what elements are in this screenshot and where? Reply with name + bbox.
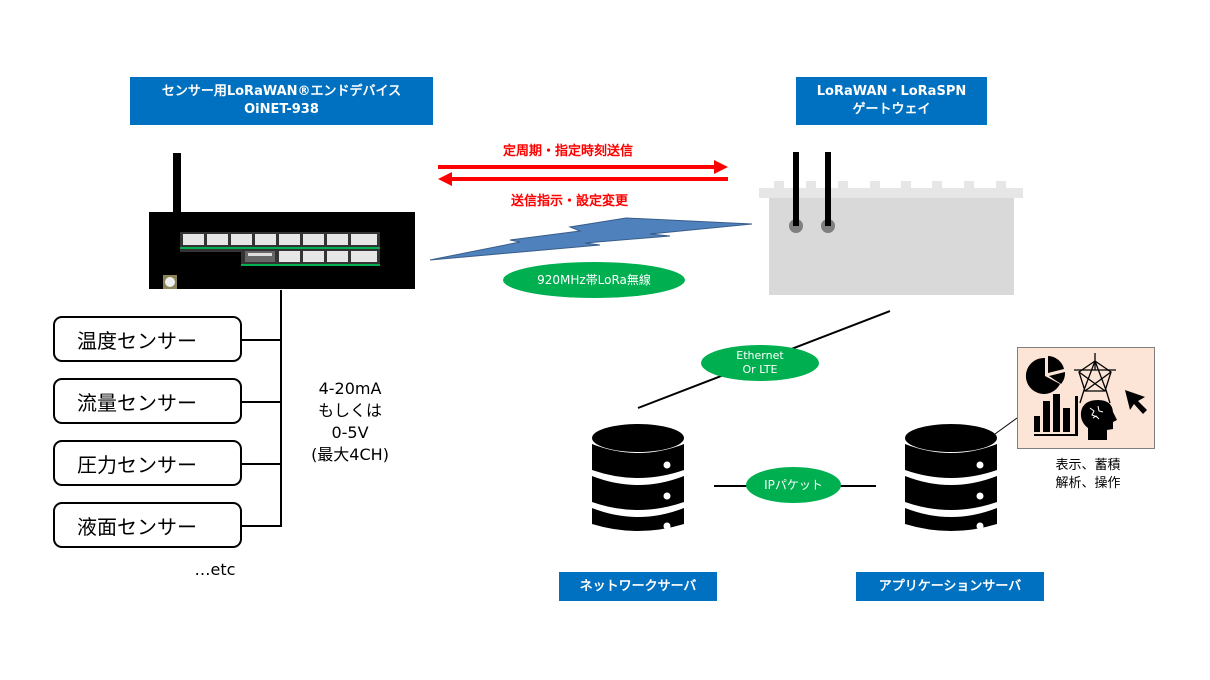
sensors-more-text: …etc <box>194 560 236 579</box>
antenna-icon <box>793 152 799 226</box>
sensor-connector-1 <box>241 339 282 341</box>
sensor-temperature: 温度センサー <box>53 316 242 362</box>
end-device-title: センサー用LoRaWAN®エンドデバイス OiNET-938 <box>130 77 433 125</box>
signal-spec-line2: もしくは <box>317 401 382 420</box>
sensor-label: 液面センサー <box>77 514 197 539</box>
gateway-body <box>759 152 1023 295</box>
sensor-label: 圧力センサー <box>77 452 197 477</box>
antenna-icon <box>173 153 181 213</box>
downlink-label: 送信指示・設定変更 <box>511 194 629 209</box>
ip-ellipse: IPパケット <box>746 467 841 503</box>
app-functions-line2: 解析、操作 <box>1055 476 1121 491</box>
network-server-label: ネットワークサーバ <box>559 572 717 601</box>
app-functions-line1: 表示、蓄積 <box>1055 458 1121 473</box>
uplink-arrow <box>438 160 728 174</box>
signal-spec-line3: 0-5V <box>331 423 369 442</box>
sensor-level: 液面センサー <box>53 502 242 548</box>
sensor-connector-2 <box>241 401 282 403</box>
sensor-pressure: 圧力センサー <box>53 440 242 486</box>
signal-spec-line1: 4-20mA <box>318 379 382 398</box>
antenna-icon <box>825 152 831 226</box>
end-device <box>149 153 415 290</box>
cursor-arrow-icon <box>1125 390 1147 414</box>
sensor-bus-line <box>280 290 282 527</box>
device-body <box>149 212 415 289</box>
brain-head-icon <box>1080 400 1117 440</box>
backhaul-label-line2: Or LTE <box>742 363 778 376</box>
end-device-title-line1: センサー用LoRaWAN®エンドデバイス <box>161 84 402 99</box>
gateway-title-line2: ゲートウェイ <box>852 102 931 117</box>
app-functions-panel <box>1017 347 1155 449</box>
app-functions-caption: 表示、蓄積 解析、操作 <box>1028 457 1148 493</box>
radio-label: 920MHz帯LoRa無線 <box>537 273 651 287</box>
sensor-label: 温度センサー <box>77 328 197 353</box>
end-device-title-line2: OiNET-938 <box>244 102 319 117</box>
sensor-label: 流量センサー <box>77 390 197 415</box>
gateway-title: LoRaWAN・LoRaSPN ゲートウェイ <box>796 77 987 125</box>
pie-chart-icon <box>1025 356 1066 394</box>
backhaul-label-line1: Ethernet <box>736 349 784 362</box>
uplink-label: 定周期・指定時刻送信 <box>503 144 634 159</box>
signal-spec: 4-20mA もしくは 0-5V (最大4CH) <box>295 378 405 466</box>
app-panel-connector <box>994 417 1018 435</box>
bar-chart-icon <box>1034 394 1078 436</box>
downlink-arrow <box>438 172 728 186</box>
database-server-icon <box>592 424 684 531</box>
gateway-title-line1: LoRaWAN・LoRaSPN <box>816 84 967 99</box>
sensor-connector-4 <box>241 525 282 527</box>
ip-label: IPパケット <box>764 478 823 492</box>
pcb-terminal-icon <box>163 232 380 289</box>
radar-chart-icon <box>1074 353 1116 404</box>
application-server-label: アプリケーションサーバ <box>856 572 1044 601</box>
backhaul-ellipse: Ethernet Or LTE <box>701 345 819 381</box>
sensor-flow: 流量センサー <box>53 378 242 424</box>
lightning-bolt-icon <box>429 217 753 261</box>
radio-label-ellipse: 920MHz帯LoRa無線 <box>503 262 685 298</box>
database-server-icon <box>905 424 997 531</box>
gateway-device <box>758 150 1028 295</box>
signal-spec-line4: (最大4CH) <box>311 445 389 464</box>
sensor-connector-3 <box>241 463 282 465</box>
